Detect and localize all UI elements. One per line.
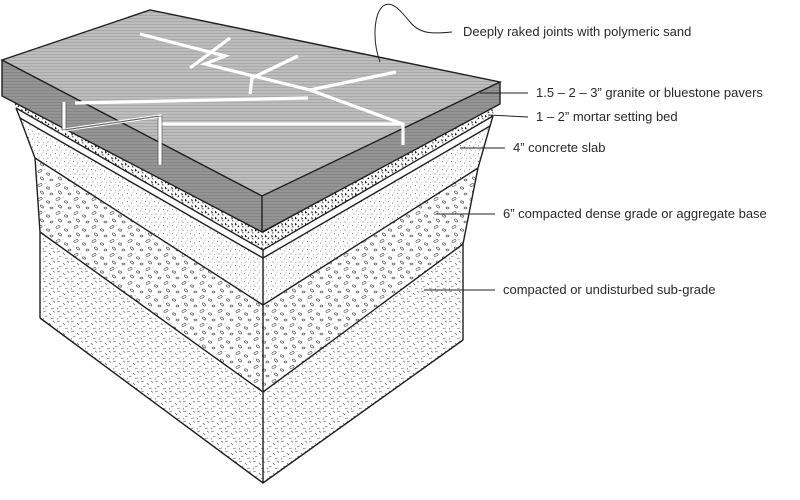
label-joints: Deeply raked joints with polymeric sand bbox=[463, 24, 691, 39]
callout-slab: 4” concrete slab bbox=[460, 140, 606, 155]
layer-aggregate-base bbox=[35, 158, 478, 392]
callout-subgrade: compacted or undisturbed sub-grade bbox=[424, 282, 715, 297]
layer-concrete-slab bbox=[20, 118, 490, 305]
callout-joints: Deeply raked joints with polymeric sand bbox=[374, 3, 691, 63]
layer-subgrade bbox=[40, 232, 463, 483]
callout-mortar: 1 – 2” mortar setting bed bbox=[487, 109, 678, 124]
layer-pavers bbox=[0, 9, 503, 233]
callout-base: 6” compacted dense grade or aggregate ba… bbox=[436, 206, 767, 221]
paver-front-face bbox=[2, 60, 262, 232]
label-base: 6” compacted dense grade or aggregate ba… bbox=[503, 206, 767, 221]
paver-side-face bbox=[262, 82, 500, 232]
label-subgrade: compacted or undisturbed sub-grade bbox=[503, 282, 715, 297]
label-mortar: 1 – 2” mortar setting bed bbox=[536, 109, 678, 124]
callout-pavers: 1.5 – 2 – 3” granite or bluestone pavers bbox=[480, 85, 763, 100]
section-outline bbox=[15, 107, 494, 484]
label-slab: 4” concrete slab bbox=[513, 140, 606, 155]
label-pavers: 1.5 – 2 – 3” granite or bluestone pavers bbox=[536, 85, 763, 100]
